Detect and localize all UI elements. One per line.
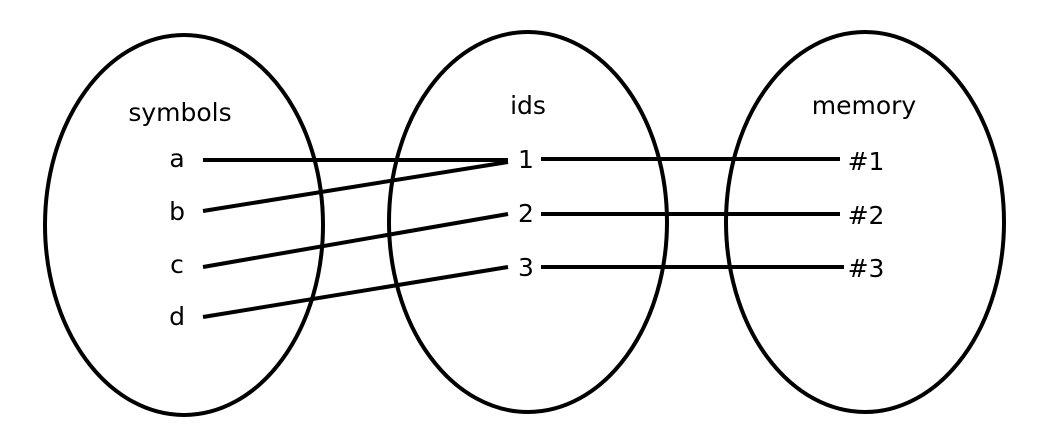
memory-set-ellipse [724,30,1006,414]
memory-set-title: memory [812,91,917,120]
id-item: 2 [518,199,534,228]
memory-item: #3 [848,254,885,283]
memory-item: #1 [848,147,885,176]
mapping-line-d-to-3 [202,265,509,319]
symbols-set-ellipse [43,33,325,417]
mapping-line-c-to-2 [202,212,509,269]
symbols-set-title: symbols [128,98,231,127]
id-item: 3 [518,253,534,282]
ids-set-title: ids [510,91,546,120]
symbol-item: b [169,197,185,226]
symbol-item: c [170,250,184,279]
symbol-item: a [169,144,184,173]
ids-set-ellipse [387,30,669,414]
id-item: 1 [518,145,534,174]
memory-item: #2 [848,201,885,230]
symbol-item: d [169,302,185,331]
mapping-line-b-to-1 [202,160,509,213]
